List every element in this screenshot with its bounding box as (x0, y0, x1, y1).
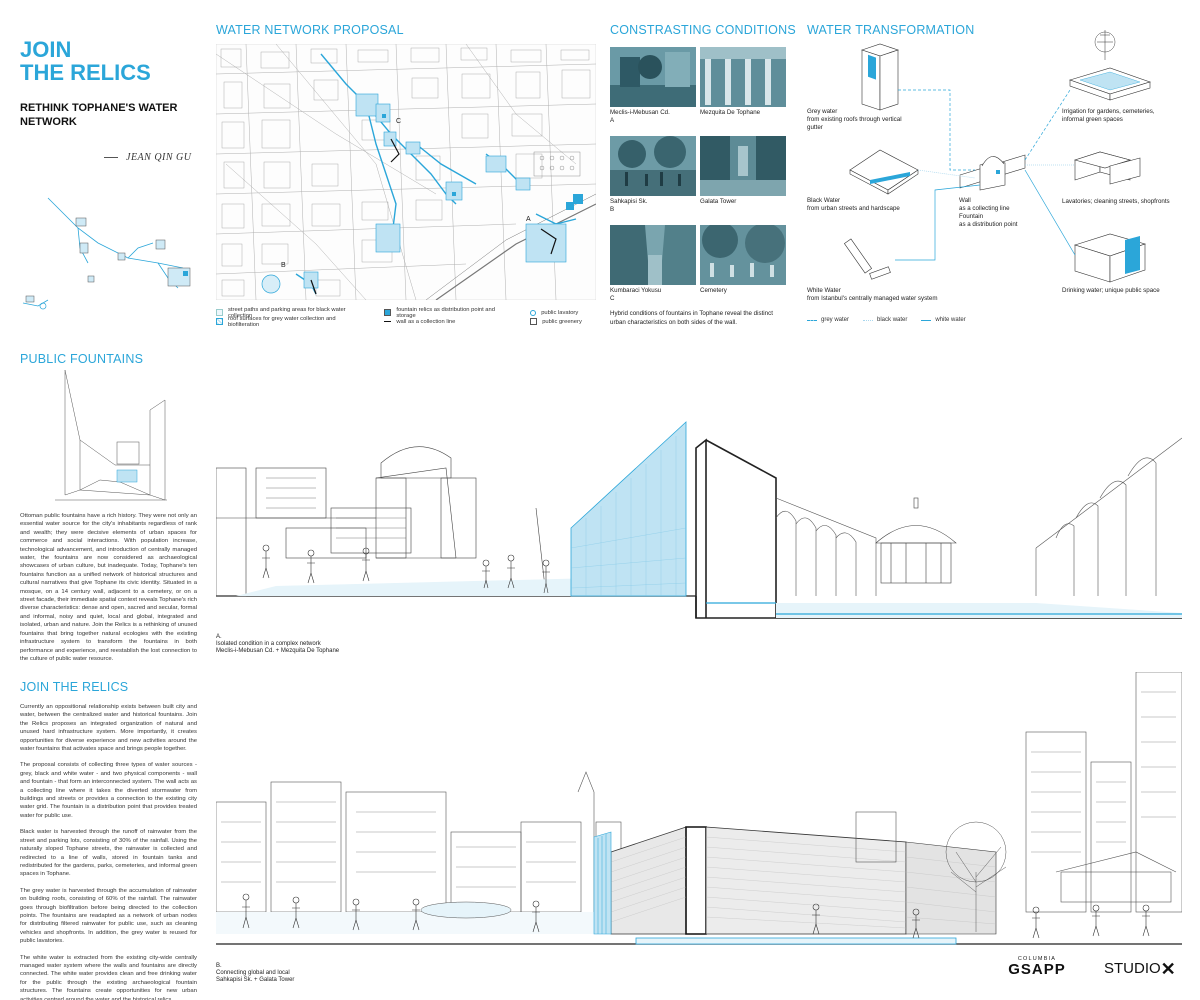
caption-meclis: Meclis-i-Mebusan Cd. A (610, 109, 670, 124)
network-diagram (22, 197, 191, 310)
photo-mezquita (700, 47, 786, 107)
caption-galata: Galata Tower (700, 198, 737, 205)
photo-sahkapisi (610, 136, 696, 196)
white-water-line-icon (921, 319, 932, 321)
photo-galata (700, 136, 786, 196)
fountain-swatch (384, 309, 392, 316)
join-paragraph-3: Black water is harvested through the run… (20, 829, 197, 878)
join-paragraph-1: Currently an oppositional relationship e… (20, 704, 197, 753)
output-lavatories: Lavatories; cleaning streets, shopfronts (1062, 198, 1170, 205)
street-swatch (216, 309, 223, 316)
water-network-map (216, 44, 596, 300)
contrasting-note: Hybrid conditions of fountains in Tophan… (610, 310, 773, 326)
source-black: Black Water from urban streets and hards… (807, 197, 900, 212)
legend-grey-water: grey water (807, 317, 849, 323)
join-paragraph-2: The proposal consists of collecting thre… (20, 762, 197, 819)
transformation-legend: grey water black water white water (807, 317, 966, 323)
photo-kumbaraci (610, 225, 696, 285)
output-drinking: Drinking water; unique public space (1062, 287, 1160, 294)
source-grey: Grey water from existing roofs through v… (807, 108, 902, 131)
section-b-caption: B. Connecting global and local Sahkapisi… (216, 963, 295, 983)
columbia-text: COLUMBIA (1017, 956, 1057, 962)
join-paragraph-5: The white water is extracted from the ex… (20, 954, 197, 1000)
author-name: JEAN QIN GU (126, 152, 192, 163)
legend-greenery: public greenery (530, 317, 596, 326)
join-relics-heading: JOIN THE RELICS (20, 680, 129, 694)
caption-sahkapisi: Sahkapisi Sk. B (610, 198, 648, 213)
x-mark-icon: ✕ (1160, 958, 1176, 979)
legend-street-paths: street paths and parking areas for black… (216, 307, 366, 319)
map-label-c: C (396, 118, 402, 125)
studiox-logo: STUDIO ✕ (1104, 958, 1176, 979)
section-a-caption: A. Isolated condition in a complex netwo… (216, 634, 340, 654)
public-fountains-heading: PUBLIC FOUNTAINS (20, 352, 144, 366)
section-b-drawing (216, 672, 1182, 945)
legend-black-water: black water (863, 317, 907, 323)
water-network-legend: street paths and parking areas for black… (216, 307, 596, 328)
contrasting-heading: CONSTRASTING CONDITIONS (610, 23, 796, 37)
grey-water-dash-icon (807, 319, 817, 321)
wall-fountain-labels: Wall as a collecting line Fountain as a … (959, 197, 1018, 228)
wall-line-icon (384, 320, 392, 323)
legend-roof-surfaces: roof surfaces for grey water collection … (216, 316, 366, 328)
transformation-diagram (843, 30, 1151, 283)
public-fountains-text: Ottoman public fountains have a rich his… (20, 513, 197, 662)
roof-swatch (216, 318, 223, 325)
photo-meclis (610, 47, 696, 107)
output-irrigation: Irrigation for gardens, cemeteries, info… (1062, 108, 1155, 123)
title-line-1: JOIN (20, 37, 72, 62)
join-relics-text: Currently an oppositional relationship e… (20, 703, 197, 1000)
water-network-heading: WATER NETWORK PROPOSAL (216, 23, 404, 37)
map-label-b: B (281, 262, 286, 269)
caption-mezquita: Mezquita De Tophane (700, 109, 761, 116)
title-line-2: THE RELICS (20, 60, 151, 85)
photo-cemetery (700, 225, 786, 285)
legend-lavatory: public lavatory (530, 308, 596, 317)
legend-white-water: white water (921, 317, 966, 323)
legend-wall: wall as a collection line (384, 317, 512, 326)
black-water-dot-icon (863, 319, 874, 321)
project-title: JOIN THE RELICS (20, 38, 200, 84)
studio-text: STUDIO (1104, 960, 1161, 977)
caption-cemetery: Cemetery (700, 287, 727, 294)
source-white: White Water from Istanbul's centrally ma… (807, 287, 938, 302)
map-label-a: A (526, 216, 531, 223)
author-line: JEAN QIN GU (104, 152, 192, 163)
gsapp-logo: COLUMBIA GSAPP (1004, 956, 1070, 978)
lavatory-dot-icon (530, 309, 537, 316)
author-dash (104, 157, 118, 158)
street-perspective-sketch (55, 370, 167, 501)
caption-kumbaraci: Kumbaraci Yokusu C (610, 287, 662, 302)
transformation-heading: WATER TRANSFORMATION (807, 23, 975, 37)
join-paragraph-4: The grey water is harvested through the … (20, 887, 197, 945)
legend-fountain-relics: fountain relics as distribution point an… (384, 307, 512, 319)
section-a-drawing (216, 421, 1182, 619)
project-subtitle: RETHINK TOPHANE'S WATER NETWORK (20, 102, 178, 128)
gsapp-text: GSAPP (1008, 961, 1066, 978)
greenery-swatch (530, 318, 538, 325)
